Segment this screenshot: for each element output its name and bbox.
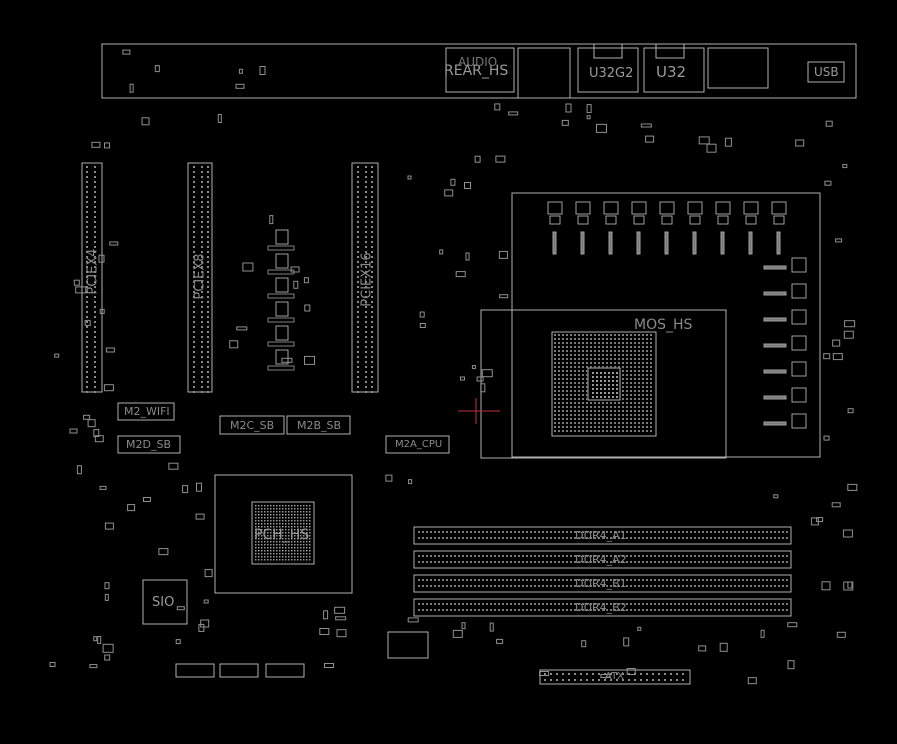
label-ddr4-a1: DDR4_A1 (575, 529, 627, 542)
label-u32: U32 (656, 63, 687, 81)
label-sio: SIO (152, 595, 175, 610)
u32-tab (655, 43, 685, 59)
label-m2b-sb: M2B_SB (297, 419, 342, 432)
pch-chip (251, 501, 315, 565)
label-pciex16: PCIEX16 (359, 252, 375, 307)
u32g2-tab (593, 43, 623, 59)
m2d-sb-box (117, 435, 181, 454)
m2c-sb-box (219, 415, 285, 435)
front-header-2 (219, 663, 259, 678)
ddr4-a1-slot (413, 526, 792, 545)
lan-connector (517, 47, 571, 99)
sio-chip (142, 579, 188, 625)
usb-connector (807, 61, 845, 83)
label-audio: AUDIO (458, 55, 498, 69)
label-rear-hs: REAR_HS (444, 63, 509, 79)
label-pciex4: PCIEX4 (85, 248, 101, 295)
pciex4-slot (81, 162, 103, 393)
ddr4-b1-slot (413, 574, 792, 593)
label-mos-hs: MOS_HS (634, 317, 693, 333)
pciex8-slot (187, 162, 213, 393)
pch-hs-outline (214, 474, 353, 594)
label-ddr4-b2: DDR4_B2 (575, 601, 627, 614)
front-header-3 (265, 663, 305, 678)
m2-wifi-box (117, 402, 175, 421)
u32g2-connector (577, 47, 639, 93)
atx-connector (539, 669, 691, 685)
rear-io-outline (101, 43, 857, 99)
ddr4-a2-slot (413, 550, 792, 569)
label-m2d-sb: M2D_SB (126, 438, 171, 451)
front-usb-header (387, 631, 429, 659)
label-atx: ATX (605, 671, 625, 682)
dp-hdmi-connector (707, 47, 769, 89)
label-ddr4-b1: DDR4_B1 (575, 577, 627, 590)
label-m2-wifi: M2_WIFI (124, 405, 170, 418)
front-header-1 (175, 663, 215, 678)
audio-connector (445, 47, 515, 93)
label-m2a-cpu: M2A_CPU (395, 439, 443, 450)
m2b-sb-box (286, 415, 351, 435)
m2a-cpu-box (385, 435, 450, 454)
ddr4-b2-slot (413, 598, 792, 617)
label-m2c-sb: M2C_SB (230, 419, 275, 432)
cpu-socket-frame (511, 192, 821, 458)
cpu-socket-grid (551, 331, 657, 437)
label-usb: USB (814, 65, 839, 79)
label-u32g2: U32G2 (589, 66, 634, 81)
label-pciex8: PCIEX8 (192, 253, 208, 300)
u32-connector (643, 47, 705, 93)
label-ddr4-a2: DDR4_A2 (575, 553, 627, 566)
label-pch-hs: PCH_HS (254, 527, 310, 543)
